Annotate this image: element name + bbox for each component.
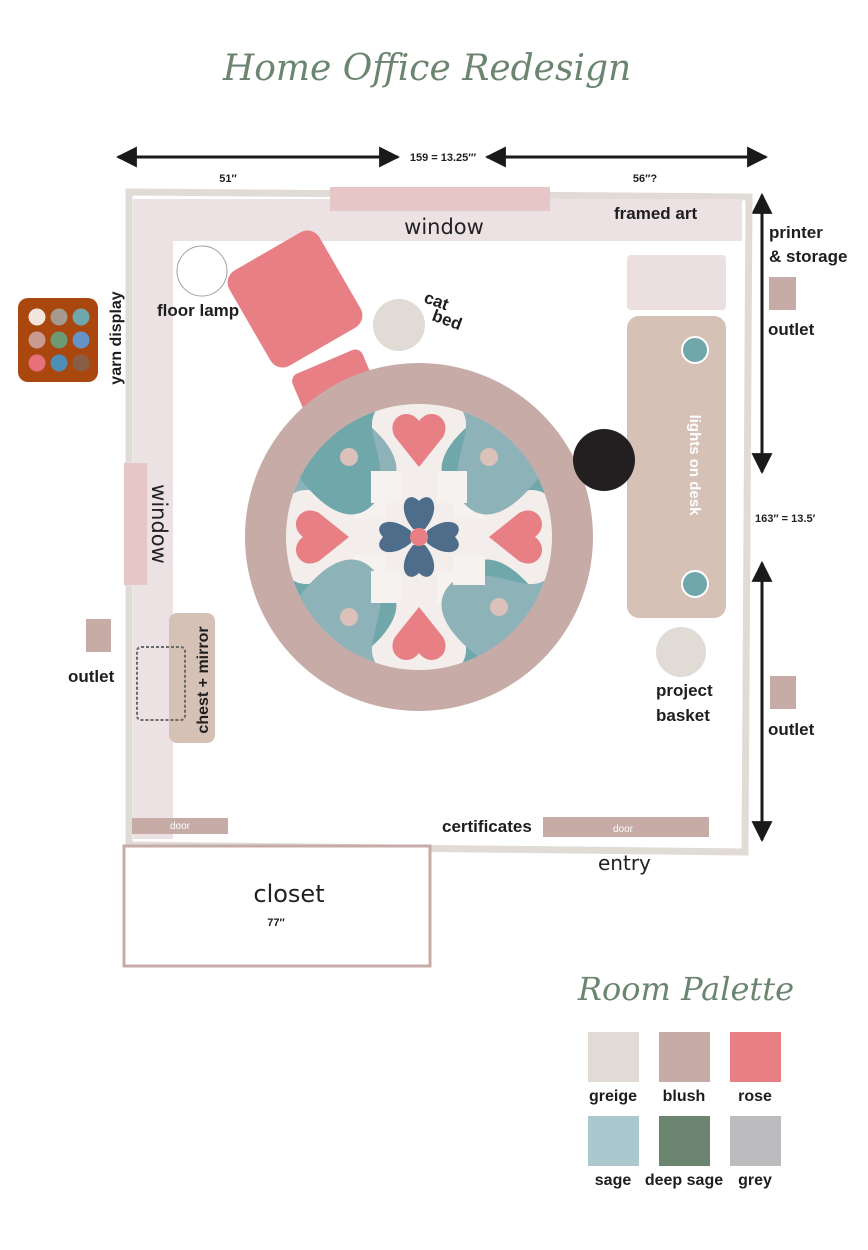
- swatch-label-sage: sage: [595, 1172, 632, 1189]
- desk-lamp-bottom: [681, 570, 709, 598]
- yarn-ball: [28, 331, 46, 349]
- rug-medallion-pattern: [289, 407, 549, 667]
- rug-dot: [340, 448, 358, 466]
- mirror: [136, 646, 186, 721]
- left-window-label: window: [147, 484, 171, 564]
- rug-petal: [403, 497, 435, 529]
- swatch-blush: [659, 1032, 710, 1082]
- yarn-ball: [50, 308, 68, 326]
- desk-chair: [573, 429, 635, 491]
- rug-petal: [379, 521, 411, 553]
- closet-label: closet: [253, 880, 324, 908]
- dimension-right-total: 163″ = 13.5′: [755, 513, 816, 525]
- framed-art-label: framed art: [614, 204, 697, 223]
- top-window: [330, 187, 550, 211]
- outlet-left: [86, 619, 111, 652]
- rug-petal: [403, 545, 435, 577]
- desk-label: lights on desk: [686, 415, 703, 517]
- printer-label-2: & storage: [769, 247, 847, 266]
- outlet-right-top-label: outlet: [768, 320, 815, 339]
- desk-lamp-top: [681, 336, 709, 364]
- swatch-label-rose: rose: [738, 1088, 772, 1105]
- swatch-label-grey: grey: [738, 1172, 772, 1189]
- yarn-ball: [72, 331, 90, 349]
- printer-storage-cabinet: [627, 255, 726, 310]
- yarn-ball: [72, 308, 90, 326]
- swatch-grey: [730, 1116, 781, 1166]
- armchair: [227, 230, 363, 368]
- rug-dot: [480, 448, 498, 466]
- top-window-label: window: [404, 215, 484, 239]
- page-title: Home Office Redesign: [222, 48, 631, 89]
- door-left-label: door: [170, 821, 191, 832]
- closet: [122, 844, 432, 968]
- rug-dot: [340, 608, 358, 626]
- printer-label-1: printer: [769, 223, 823, 242]
- rug-dot: [490, 598, 508, 616]
- rug-square: [453, 555, 485, 585]
- rug-heart: [392, 607, 446, 661]
- yarn-display-label: yarn display: [108, 291, 125, 384]
- swatch-deep-sage: [659, 1116, 710, 1166]
- swatch-label-blush: blush: [663, 1088, 706, 1105]
- yarn-ball: [28, 354, 46, 372]
- left-window: [124, 463, 147, 585]
- yarn-ball: [28, 308, 46, 326]
- floor-lamp-label: floor lamp: [157, 301, 239, 320]
- swatch-sage: [588, 1116, 639, 1166]
- swatch-greige: [588, 1032, 639, 1082]
- project-basket-label-1: project: [656, 681, 713, 700]
- palette-title: Room Palette: [577, 970, 794, 1008]
- outlet-right-bottom-label: outlet: [768, 720, 815, 739]
- desk: [627, 316, 726, 618]
- chest-mirror-label: chest + mirror: [195, 626, 212, 733]
- palette-swatches: greige blush rose sage deep sage grey: [588, 1032, 781, 1189]
- project-basket: [656, 627, 706, 677]
- door-left: [132, 818, 228, 834]
- yarn-balls: [28, 308, 90, 372]
- rug-square: [371, 471, 401, 503]
- swatch-rose: [730, 1032, 781, 1082]
- project-basket-label-2: basket: [656, 706, 710, 725]
- outlet-right-bottom: [770, 676, 796, 709]
- certificates-label: certificates: [442, 817, 532, 836]
- swatch-label-greige: greige: [589, 1088, 637, 1105]
- rug-center: [410, 528, 428, 546]
- outlet-left-label: outlet: [68, 667, 115, 686]
- area-rug: [245, 363, 593, 711]
- cat-bed-label-2: bed: [430, 306, 465, 334]
- dimension-top-total: 159 = 13.25′″: [410, 152, 477, 164]
- rug-square: [371, 571, 401, 603]
- chest: [169, 613, 215, 743]
- floor-lamp: [176, 245, 228, 297]
- outlet-right-top: [769, 277, 796, 310]
- rug-heart: [392, 413, 446, 467]
- yarn-ball: [50, 354, 68, 372]
- door-right-label: door: [613, 824, 634, 835]
- rug-heart: [489, 510, 542, 564]
- yarn-ball: [50, 331, 68, 349]
- dimension-top-left: 51″: [219, 173, 237, 185]
- dimension-top-right: 56″?: [633, 173, 658, 185]
- yarn-ball: [72, 354, 90, 372]
- cat-bed: [373, 299, 425, 351]
- closet-width-label: 77″: [267, 917, 285, 929]
- door-right: [543, 817, 709, 837]
- rug-heart: [296, 510, 349, 564]
- entry-label: entry: [598, 851, 651, 875]
- rug-square: [437, 471, 467, 503]
- swatch-label-deep-sage: deep sage: [645, 1172, 723, 1189]
- rug-petal: [427, 521, 459, 553]
